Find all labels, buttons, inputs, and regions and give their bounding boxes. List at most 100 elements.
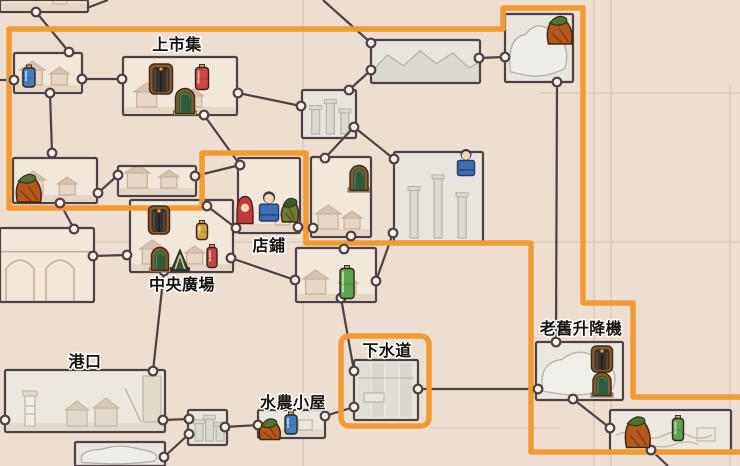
- path-node: [338, 243, 350, 255]
- path-edge: [230, 256, 296, 282]
- location-artwork: [0, 250, 94, 302]
- path-node: [219, 421, 231, 433]
- location-artwork: [407, 174, 469, 239]
- potion-icon: [195, 220, 209, 241]
- path-node: [0, 414, 11, 426]
- location-label-shop: 店鋪: [252, 236, 285, 255]
- path-node: [63, 46, 75, 58]
- path-node: [532, 383, 544, 395]
- bag-icon: [15, 173, 42, 203]
- path-node: [121, 249, 133, 261]
- path-node: [551, 76, 563, 88]
- path-node: [370, 275, 382, 287]
- blue-npc-icon: [258, 191, 280, 222]
- path-edge: [554, 81, 559, 343]
- location-label-sewer: 下水道: [362, 341, 412, 360]
- path-node: [365, 64, 377, 76]
- double-door-icon: [148, 63, 174, 95]
- sewer-highlight-box: [338, 333, 432, 429]
- path-node: [232, 87, 244, 99]
- path-node: [158, 451, 170, 463]
- path-node: [348, 121, 360, 133]
- path-node: [54, 197, 66, 209]
- location-artwork: [80, 445, 158, 465]
- path-node: [604, 422, 616, 434]
- location-label-old-elevator: 老舊升降機: [539, 319, 623, 338]
- path-node: [295, 100, 307, 112]
- double-door-icon: [147, 205, 171, 235]
- path-node: [388, 153, 400, 165]
- path-node: [8, 74, 20, 86]
- path-node: [412, 383, 424, 395]
- potion-icon: [671, 415, 685, 442]
- path-node: [183, 428, 195, 440]
- path-edge: [322, 0, 372, 44]
- route-line: [6, 5, 740, 455]
- path-edge: [163, 433, 190, 458]
- green-door-icon: [173, 87, 197, 116]
- map-location-town-row[interactable]: [116, 164, 198, 198]
- location-artwork: [313, 204, 369, 235]
- location-artwork: [120, 166, 194, 194]
- potion-icon: [339, 265, 355, 300]
- bag-icon: [624, 416, 651, 449]
- tent-icon: [170, 248, 190, 272]
- location-label-harbor: 港口: [68, 352, 101, 371]
- path-node: [387, 227, 399, 239]
- double-door-icon: [590, 345, 614, 373]
- path-node: [157, 414, 169, 426]
- path-node: [343, 84, 355, 96]
- map-location-grey-yard[interactable]: [300, 88, 358, 140]
- green-door-icon: [347, 164, 371, 193]
- path-node: [473, 52, 485, 64]
- path-node: [44, 87, 56, 99]
- path-node: [234, 159, 246, 171]
- path-edge: [206, 205, 237, 229]
- path-node: [292, 221, 304, 233]
- blue-npc-icon: [456, 149, 476, 177]
- path-edge: [353, 126, 395, 160]
- map-location-potion-district[interactable]: [294, 246, 378, 304]
- map-location-shore[interactable]: [73, 440, 167, 466]
- path-edge: [237, 91, 302, 108]
- green-door-icon: [590, 371, 614, 398]
- path-node: [68, 223, 80, 235]
- location-artwork: [309, 98, 352, 135]
- potion-icon: [22, 64, 36, 88]
- path-edge: [92, 253, 128, 258]
- map-location-ridge[interactable]: [369, 38, 482, 85]
- bag-icon: [258, 418, 282, 441]
- path-node: [550, 336, 562, 348]
- path-node: [225, 252, 237, 264]
- location-label-farm-hut: 水農小屋: [260, 393, 326, 412]
- path-node: [116, 73, 128, 85]
- path-node: [76, 73, 88, 85]
- path-node: [230, 222, 242, 234]
- map-location-ruins[interactable]: [392, 150, 485, 244]
- bag-icon: [546, 15, 573, 45]
- potion-icon: [284, 411, 298, 435]
- green-door-icon: [149, 246, 171, 273]
- path-node: [46, 147, 58, 159]
- location-artwork: [371, 49, 480, 83]
- path-node: [147, 365, 159, 377]
- path-node: [183, 413, 195, 425]
- map-location-top-edge-ruin[interactable]: [0, 0, 90, 14]
- location-artwork: [358, 363, 414, 417]
- map-location-bridge[interactable]: [0, 226, 96, 304]
- map-location-sewer[interactable]: [352, 358, 420, 422]
- path-node: [289, 274, 301, 286]
- green-bag-icon: [280, 197, 300, 223]
- path-node: [198, 109, 210, 121]
- path-node: [189, 170, 201, 182]
- path-edge: [324, 126, 355, 159]
- path-node: [92, 187, 104, 199]
- path-node: [319, 410, 331, 422]
- potion-icon: [206, 244, 218, 269]
- location-artwork: [2, 0, 86, 10]
- map-location-harbor[interactable]: [3, 368, 167, 434]
- path-edge: [572, 398, 611, 429]
